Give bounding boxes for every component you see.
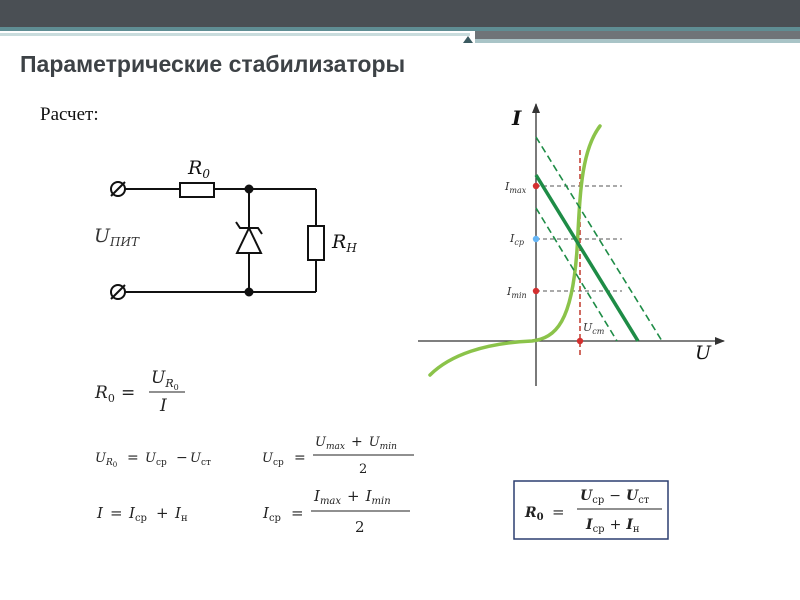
supply-label: UПИТ	[94, 225, 140, 249]
ust-point	[576, 337, 584, 345]
formula-r0-boxed: R0 = Uср−Uст Iср+Iн	[513, 480, 669, 540]
zener-characteristic	[428, 124, 602, 377]
slide-header-bar	[0, 0, 800, 43]
junction-top	[244, 184, 254, 194]
rn-label: RН	[331, 231, 357, 255]
header-teal-band	[0, 27, 800, 31]
ust-label: Uст	[583, 321, 605, 336]
slide-subtitle: Расчет:	[40, 104, 99, 125]
svg-text:=: =	[121, 383, 135, 403]
formula-i: I = Iср + Iн	[96, 504, 188, 524]
svg-text:=: =	[110, 504, 123, 522]
junction-bottom	[244, 287, 254, 297]
icp-point	[532, 235, 540, 243]
svg-text:UR0: UR0	[95, 451, 117, 469]
resistor-rn	[307, 225, 325, 261]
svg-text:2: 2	[355, 518, 365, 536]
svg-text:Iср: Iср	[128, 504, 147, 524]
top-terminal	[110, 181, 126, 197]
svg-text:Umax+Umin: Umax+Umin	[315, 434, 397, 452]
iu-graph: I U Imax Iср Imin Uст	[418, 103, 725, 386]
load-line-main	[534, 174, 640, 342]
slide-title: Параметрические стабилизаторы	[20, 51, 406, 77]
svg-text:R0: R0	[94, 383, 115, 405]
zener-diode	[235, 221, 263, 254]
svg-text:−: −	[176, 450, 188, 466]
r0-label: R0	[187, 157, 210, 181]
circuit-diagram	[110, 181, 325, 300]
svg-text:+: +	[156, 504, 169, 522]
svg-text:2: 2	[359, 462, 367, 477]
svg-text:Iср: Iср	[262, 504, 281, 524]
load-line-upper	[535, 136, 663, 342]
header-right-light-accent	[475, 39, 800, 43]
svg-text:I: I	[96, 504, 104, 522]
resistor-r0	[179, 182, 215, 198]
load-line-lower	[535, 207, 618, 342]
svg-text:Iн: Iн	[174, 504, 188, 524]
y-axis-label: I	[511, 106, 522, 130]
svg-text:UR0: UR0	[151, 368, 179, 392]
svg-text:=: =	[291, 504, 304, 522]
svg-text:Uср: Uср	[262, 451, 284, 468]
imin-point	[532, 287, 540, 295]
imax-point	[532, 182, 540, 190]
svg-text:R0: R0	[524, 505, 544, 523]
svg-text:=: =	[552, 503, 565, 521]
bottom-terminal	[110, 284, 126, 300]
icp-label: Iср	[509, 232, 524, 247]
svg-text:Iср+Iн: Iср+Iн	[585, 517, 640, 535]
header-dark-band	[0, 0, 800, 27]
imin-label: Imin	[506, 285, 527, 300]
svg-text:Uср: Uср	[145, 451, 167, 468]
formula-r0: R0 = UR0 I	[94, 368, 185, 416]
x-axis-label: U	[695, 342, 712, 364]
formula-icp: Iср = Imax+Imin 2	[262, 487, 410, 536]
svg-text:=: =	[127, 450, 139, 466]
svg-text:Imax+Imin: Imax+Imin	[313, 487, 391, 507]
svg-text:Uср−Uст: Uср−Uст	[580, 488, 650, 506]
formula-ucp: Uср = Umax+Umin 2	[262, 434, 414, 477]
svg-text:Uст: Uст	[190, 451, 211, 468]
formula-ur0: UR0 = Uср − Uст	[95, 450, 211, 469]
svg-text:=: =	[294, 450, 306, 466]
header-triangle-marker	[463, 36, 473, 43]
svg-text:I: I	[159, 396, 167, 416]
header-right-dark-accent	[475, 31, 800, 39]
imax-label: Imax	[504, 180, 527, 195]
header-left-accent	[0, 33, 470, 36]
